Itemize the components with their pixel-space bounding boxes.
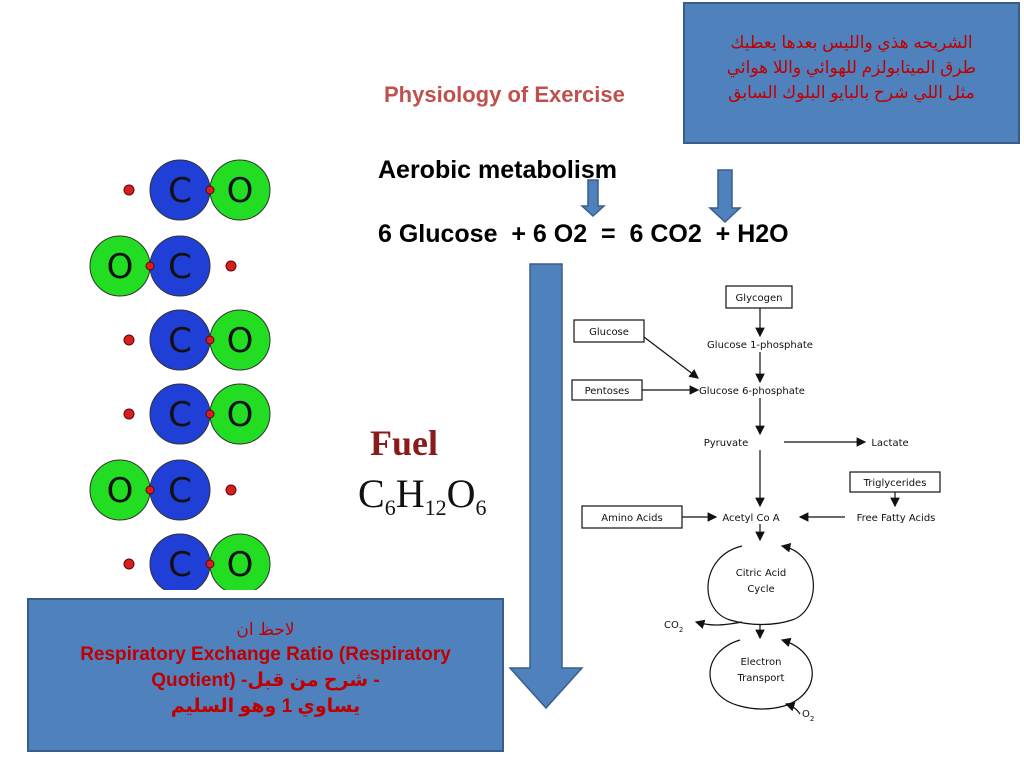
- acetyl-coa-label: Acetyl Co A: [722, 513, 779, 524]
- carbon-atom-label: C: [168, 471, 192, 511]
- formula-o-sub: 6: [475, 495, 487, 520]
- arrow-glucose-g6p: [643, 336, 699, 379]
- small-arrow-co2: [708, 169, 742, 224]
- oxygen-atom-label: O: [227, 545, 254, 585]
- glycogen-label: Glycogen: [736, 293, 783, 304]
- carbon-atom-label: C: [168, 247, 192, 287]
- formula-o: O: [446, 471, 476, 516]
- bond-electron-dot: [205, 559, 215, 569]
- oxygen-atom-label: O: [107, 247, 134, 287]
- small-arrow-o2: [580, 179, 606, 218]
- oxygen-atom-label: O: [107, 471, 134, 511]
- metabolic-pathway-diagram: Glycogen Glucose Glucose 1-phosphate Pen…: [571, 285, 941, 723]
- co2-label: CO2: [664, 620, 683, 634]
- carbon-atom-label: C: [168, 395, 192, 435]
- glucose-formula: C6H12O6: [358, 470, 486, 521]
- carbon-atom-label: C: [168, 321, 192, 361]
- note-top-line-2: طرق الميتابولزم للهوائي واللا هوائي: [726, 58, 977, 77]
- o2-label: O2: [802, 709, 814, 723]
- formula-c: C: [358, 471, 385, 516]
- oxygen-atom-label: O: [227, 171, 254, 211]
- co-molecule: OC: [123, 383, 271, 445]
- electron-dot: [225, 260, 237, 272]
- slide-title: Physiology of Exercise: [384, 82, 625, 107]
- aerobic-heading: Aerobic metabolism: [378, 156, 617, 184]
- co-molecule: OC: [123, 533, 271, 590]
- glucose-label: Glucose: [589, 327, 629, 338]
- formula-c-sub: 6: [384, 495, 396, 520]
- arrow-cycle-co2: [694, 619, 743, 629]
- note-top-line-3: مثل اللي شرح بالبايو البلوك السابق: [728, 83, 975, 102]
- fuel-label: Fuel: [370, 423, 438, 463]
- glycogen-box: [725, 285, 793, 309]
- bond-electron-dot: [145, 261, 155, 271]
- metabolism-equation: 6 Glucose + 6 O2 = 6 CO2 + H2O: [378, 220, 789, 248]
- big-down-arrow: [508, 263, 584, 710]
- citric-acid-label-2: Cycle: [747, 584, 774, 595]
- bond-electron-dot: [145, 485, 155, 495]
- lactate-label: Lactate: [871, 438, 908, 449]
- note-bottom-line-1: لاحظ ان: [236, 620, 295, 639]
- electron-dot: [123, 408, 135, 420]
- note-bottom-box: لاحظ ان Respiratory Exchange Ratio (Resp…: [27, 598, 504, 752]
- carbon-atom-label: C: [168, 171, 192, 211]
- electron-dot: [123, 558, 135, 570]
- note-top-box: الشريحه هذي والليس بعدها يعطيك طرق الميت…: [683, 2, 1020, 144]
- co-molecule: OC: [123, 309, 271, 371]
- oxygen-atom-label: O: [227, 321, 254, 361]
- electron-dot: [123, 184, 135, 196]
- note-bottom-line-4: يساوي 1 وهو السليم: [170, 696, 361, 717]
- electron-dot: [123, 334, 135, 346]
- formula-h: H: [395, 471, 425, 516]
- pyruvate-label: Pyruvate: [704, 438, 749, 449]
- triglycerides-label: Triglycerides: [863, 478, 927, 489]
- note-bottom-line-3: Quotient) -شرح من قبل -: [151, 670, 380, 691]
- note-top-line-1: الشريحه هذي والليس بعدها يعطيك: [730, 33, 973, 52]
- bond-electron-dot: [205, 335, 215, 345]
- pentoses-label: Pentoses: [585, 386, 630, 397]
- citric-acid-cycle-loop: [707, 542, 814, 626]
- formula-h-sub: 12: [424, 495, 447, 520]
- electron-transport-label-2: Transport: [737, 673, 785, 684]
- arrow-o2-transport: [784, 702, 801, 715]
- co-molecule: OC: [123, 159, 271, 221]
- bond-electron-dot: [205, 409, 215, 419]
- amino-acids-label: Amino Acids: [601, 513, 663, 524]
- note-bottom-line-2: Respiratory Exchange Ratio (Respiratory: [80, 644, 451, 665]
- bond-electron-dot: [205, 185, 215, 195]
- electron-transport-loop: [709, 637, 813, 710]
- carbon-atom-label: C: [168, 545, 192, 585]
- glucose-box: [573, 319, 645, 343]
- g1p-label: Glucose 1-phosphate: [707, 340, 813, 351]
- electron-transport-label-1: Electron: [740, 657, 781, 668]
- free-fatty-acids-label: Free Fatty Acids: [857, 513, 936, 524]
- citric-acid-label-1: Citric Acid: [736, 568, 787, 579]
- electron-dot: [225, 484, 237, 496]
- oxygen-atom-label: O: [227, 395, 254, 435]
- g6p-label: Glucose 6-phosphate: [699, 386, 805, 397]
